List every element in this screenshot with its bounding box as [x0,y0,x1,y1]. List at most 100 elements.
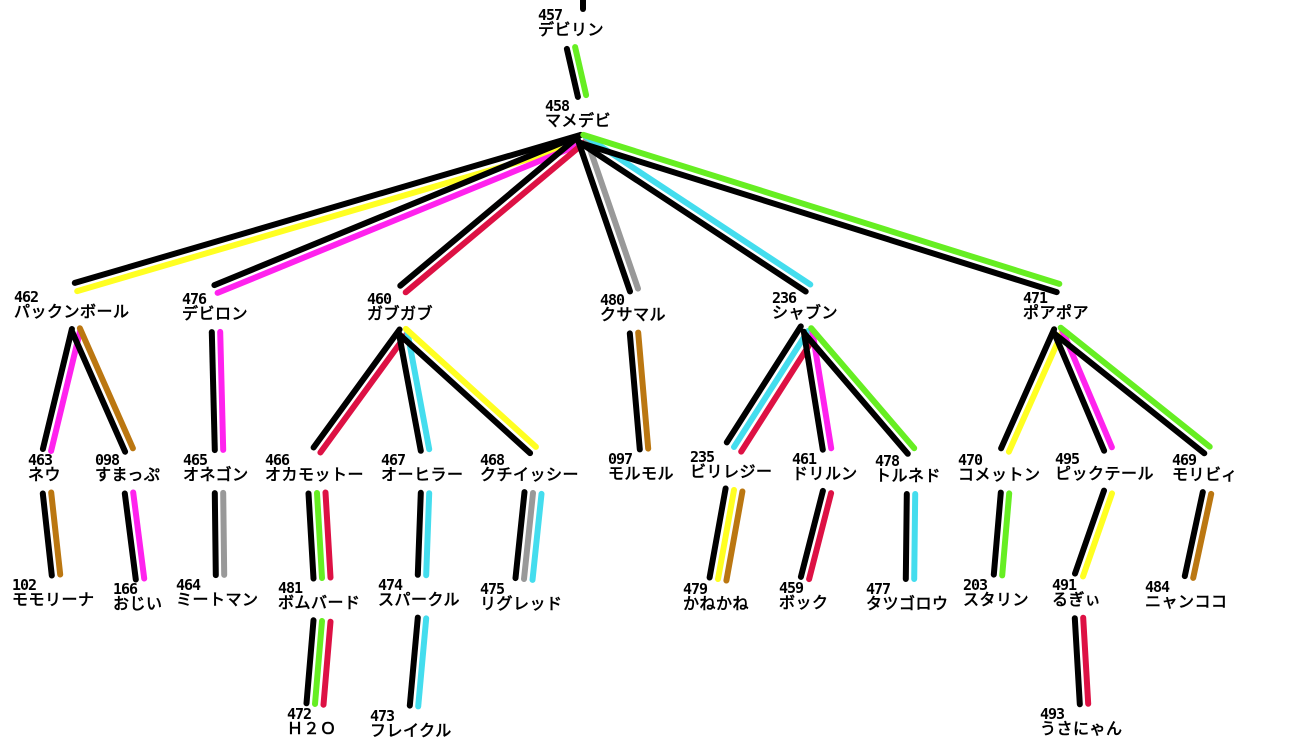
node-number: 236 [772,289,797,307]
node-name: パックンボール [14,302,130,321]
node-name: オカモットー [265,465,365,484]
link-491-493-strand-0 [1080,614,1092,707]
link-471-470-strand-1 [998,326,1058,452]
link-235-479-strand-0 [723,488,746,584]
node-name: マメデビ [545,111,612,130]
node-name: クチイッシー [480,465,580,484]
node-name: モモリーナ [12,590,95,609]
link-458-480-strand-0 [583,134,641,292]
node-name: フレイクル [370,721,452,740]
link-467-474-strand-0 [423,490,433,579]
link-462-098-strand-1 [69,328,129,455]
link-460-466-strand-1 [310,326,403,451]
node-number: 477 [866,580,891,598]
link-458-471-strand-1 [577,140,1060,296]
node-number: 462 [14,288,39,306]
node-number: 484 [1145,578,1170,596]
link-471-469-strand-1 [1052,331,1208,457]
link-466-481-strand-2 [305,490,317,582]
node-name: るぎぃ [1052,590,1102,609]
node-number: 491 [1052,576,1077,594]
link-470-203-strand-0 [999,490,1013,579]
link-462-463-strand-1 [39,326,75,452]
node-name: コメットン [958,465,1041,484]
link-460-467-strand-1 [395,329,424,454]
link-098-166-strand-0 [130,489,148,582]
link-469-484-strand-0 [1190,490,1215,581]
node-name: Ｈ２Ｏ [287,719,337,738]
node-name: ポアポア [1023,303,1090,322]
node-number: 458 [545,97,570,115]
link-236-478-strand-1 [801,330,911,457]
node-name: スパークル [378,590,461,609]
link-470-203-strand-1 [990,489,1004,578]
node-name: ニャンココ [1145,592,1228,611]
link-478-477-strand-0 [911,491,919,582]
link-457-458-strand-0 [572,44,590,99]
link-461-459-strand-1 [797,487,826,580]
node-name: デビロン [182,304,249,323]
node-number: 235 [690,448,715,466]
node-name: ミートマン [176,590,259,609]
node-number: 481 [278,579,303,597]
node-name: おじい [113,594,163,613]
link-235-479-strand-2 [706,485,729,581]
link-458-460-strand-1 [397,132,583,289]
link-481-472-strand-0 [320,618,334,708]
node-number: 472 [287,705,312,723]
node-number: 460 [367,290,392,308]
node-name: トルネド [875,466,942,485]
node-number: 203 [963,576,988,594]
link-495-491-strand-1 [1072,487,1107,577]
link-481-472-strand-2 [303,617,317,707]
link-491-493-strand-1 [1071,615,1083,708]
link-458-471-strand-0 [580,131,1063,287]
link-469-484-strand-1 [1181,489,1206,580]
link-458-480-strand-1 [575,137,633,295]
link-458-460-strand-0 [402,139,588,296]
node-name: オネゴン [183,465,249,484]
link-476-465-strand-0 [217,328,227,453]
link-474-473-strand-1 [406,614,421,709]
link-468-475-strand-0 [529,490,545,583]
node-number: 465 [183,451,208,469]
node-name: モルモル [608,464,675,483]
link-466-481-strand-1 [314,490,325,581]
node-number: 473 [370,707,395,725]
node-name: ドリルン [792,464,858,483]
link-236-235-strand-2 [723,323,804,446]
node-number: 166 [113,580,138,598]
link-236-461-strand-1 [800,328,826,453]
link-458-476-strand-1 [211,132,584,289]
link-465-464-strand-0 [220,489,228,578]
node-number: 475 [480,580,505,598]
link-460-466-strand-0 [317,331,410,456]
node-number: 474 [378,576,403,594]
node-name: ガブガブ [367,304,434,323]
node-name: モリビィ [1172,465,1238,484]
link-236-235-strand-1 [731,328,811,450]
link-457-458-strand-1 [563,45,581,100]
link-481-472-strand-1 [312,618,325,707]
link-463-102-strand-0 [48,489,64,578]
node-number: 463 [28,451,53,469]
